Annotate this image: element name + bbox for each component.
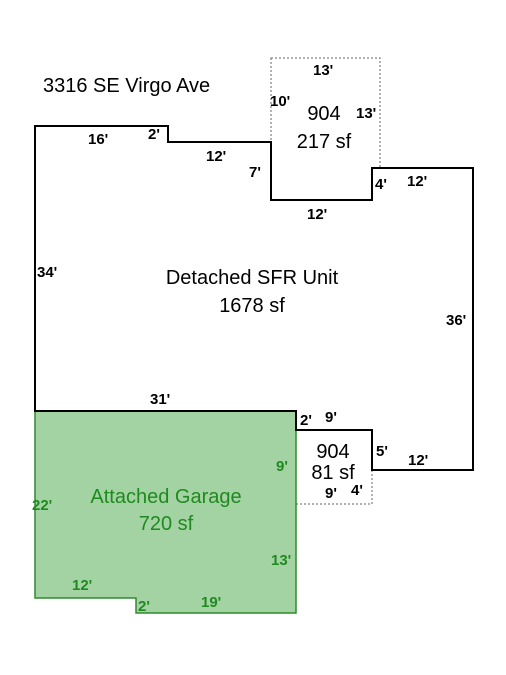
dim-sfr-step-2: 2' — [148, 126, 160, 143]
dim-garage-right-13: 13' — [271, 552, 291, 569]
address-text: 3316 SE Virgo Ave — [43, 75, 210, 97]
upper-904-name: 904 — [307, 103, 340, 125]
dim-sfr-right-36: 36' — [446, 312, 466, 329]
dim-sfr-bottom-2: 2' — [300, 412, 312, 429]
dim-sfr-right-bottom-12: 12' — [408, 452, 428, 469]
dim-sfr-right-4: 4' — [375, 176, 387, 193]
dim-garage-step-2: 2' — [138, 598, 150, 615]
dim-upper-top-13: 13' — [313, 62, 333, 79]
dim-sfr-right-top-12: 12' — [407, 173, 427, 190]
dim-sfr-left-34: 34' — [37, 264, 57, 281]
dim-sfr-right-5: 5' — [376, 443, 388, 460]
sfr-outline — [34, 125, 474, 471]
garage-name: Attached Garage — [90, 486, 241, 508]
dim-lower-bottom-9: 9' — [325, 485, 337, 502]
dim-sfr-bottom-9: 9' — [325, 409, 337, 426]
dim-lower-right-4: 4' — [351, 482, 363, 499]
sfr-area: 1678 sf — [219, 295, 285, 317]
dim-garage-left-22: 22' — [32, 497, 52, 514]
lower-904-area: 81 sf — [311, 462, 355, 484]
sfr-name: Detached SFR Unit — [166, 267, 339, 289]
upper-904-area: 217 sf — [297, 131, 352, 153]
upper-904-outline — [270, 57, 381, 201]
dim-upper-left-10: 10' — [270, 93, 290, 110]
lower-904-outline — [295, 429, 373, 505]
dim-garage-bottom-19: 19' — [201, 594, 221, 611]
lower-904-name: 904 — [316, 441, 349, 463]
dim-sfr-notch-bottom-12: 12' — [307, 206, 327, 223]
dim-sfr-bottom-31: 31' — [150, 391, 170, 408]
dim-sfr-top-left: 16' — [88, 131, 108, 148]
dim-sfr-notch-7: 7' — [249, 164, 261, 181]
dim-garage-right-9: 9' — [276, 458, 288, 475]
garage-area: 720 sf — [139, 513, 194, 535]
dim-sfr-top-12: 12' — [206, 148, 226, 165]
dim-garage-bottom-12: 12' — [72, 577, 92, 594]
dim-upper-right-13: 13' — [356, 105, 376, 122]
